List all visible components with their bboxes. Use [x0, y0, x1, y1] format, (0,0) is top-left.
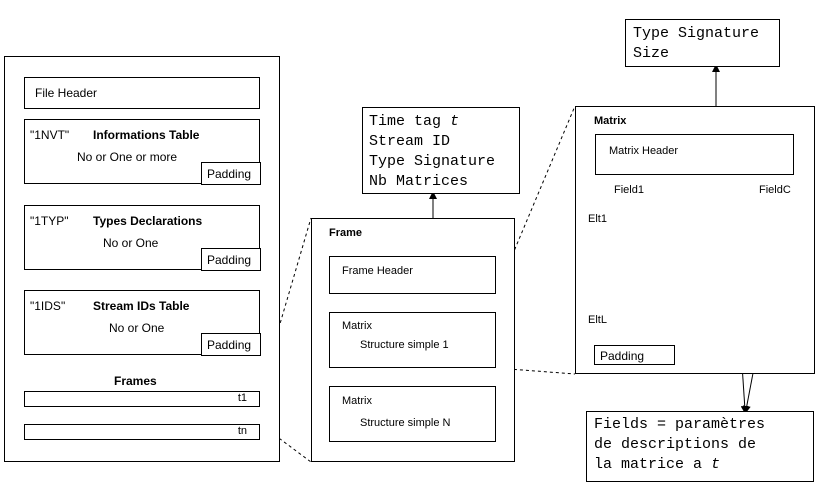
elt-first-label: Elt1: [588, 213, 607, 225]
note-text: Time tag: [369, 113, 451, 130]
note-line: Fields = paramètres: [594, 416, 766, 433]
types-declarations-box: "1TYP" Types Declarations No or One Padd…: [24, 205, 261, 271]
informations-table-box: "1NVT" Informations Table No or One or m…: [24, 119, 261, 185]
frames-title: Frames: [114, 374, 157, 388]
matrix-n-subtitle: Structure simple N: [360, 417, 451, 429]
note-line: Size: [633, 45, 670, 62]
frame-tn-bar: tn: [24, 424, 260, 440]
section-title: Informations Table: [93, 128, 200, 142]
matrix-1-box: Matrix Structure simple 1: [329, 312, 496, 368]
note-line: Type Signature: [369, 153, 496, 170]
section-title: Types Declarations: [93, 214, 203, 228]
matrix-title: Matrix: [594, 115, 627, 127]
section-subtitle: No or One: [109, 321, 165, 335]
section-subtitle: No or One: [103, 236, 159, 250]
frame-t1-label: t1: [237, 392, 247, 404]
note-line: Time tag t: [369, 112, 519, 132]
field-first-label: Field1: [614, 184, 644, 196]
file-header-box: File Header: [24, 77, 260, 109]
field-last-label: FieldC: [759, 184, 791, 196]
matrix-padding-label: Padding: [600, 349, 645, 363]
section-tag: "1TYP": [30, 214, 69, 228]
section-subtitle: No or One or more: [77, 150, 178, 164]
matrix-1-title: Matrix: [342, 320, 372, 332]
note-line: Type Signature: [633, 25, 760, 42]
note-line: de descriptions de: [594, 436, 757, 453]
note-line: Stream ID: [369, 133, 451, 150]
file-header-label: File Header: [35, 86, 98, 100]
section-tag: "1IDS": [30, 299, 66, 313]
note-line: la matrice a t: [594, 455, 813, 475]
padding-label: Padding: [207, 167, 252, 181]
frame-header-note: Time tag t Stream ID Type Signature Nb M…: [362, 107, 520, 194]
frame-tn-label: tn: [237, 425, 247, 437]
note-text: la matrice a: [594, 456, 712, 473]
fields-note: Fields = paramètres de descriptions de l…: [586, 411, 814, 482]
matrix-n-title: Matrix: [342, 395, 372, 407]
matrix-header-label: Matrix Header: [609, 145, 679, 157]
padding-box: Padding: [201, 248, 261, 271]
matrix-padding-box: Padding: [594, 345, 675, 365]
frame-header-box: Frame Header: [329, 256, 496, 294]
padding-label: Padding: [207, 338, 252, 352]
frame-title: Frame: [329, 227, 363, 239]
elt-last-label: EltL: [588, 314, 607, 326]
stream-ids-table-box: "1IDS" Stream IDs Table No or One Paddin…: [24, 290, 261, 356]
time-tag-variable: t: [450, 113, 460, 130]
matrix-header-note: Type Signature Size: [625, 19, 780, 67]
matrix-n-box: Matrix Structure simple N: [329, 386, 496, 442]
time-tag-variable: t: [711, 456, 721, 473]
note-line: Nb Matrices: [369, 173, 469, 190]
section-title: Stream IDs Table: [93, 299, 190, 313]
padding-label: Padding: [207, 253, 252, 267]
section-tag: "1NVT": [30, 128, 70, 142]
matrix-header-box: Matrix Header: [595, 134, 794, 175]
matrix-1-subtitle: Structure simple 1: [360, 339, 449, 351]
frame-t1-bar: t1: [24, 391, 260, 407]
frame-header-label: Frame Header: [342, 265, 413, 277]
padding-box: Padding: [201, 333, 261, 356]
padding-box: Padding: [201, 162, 261, 185]
